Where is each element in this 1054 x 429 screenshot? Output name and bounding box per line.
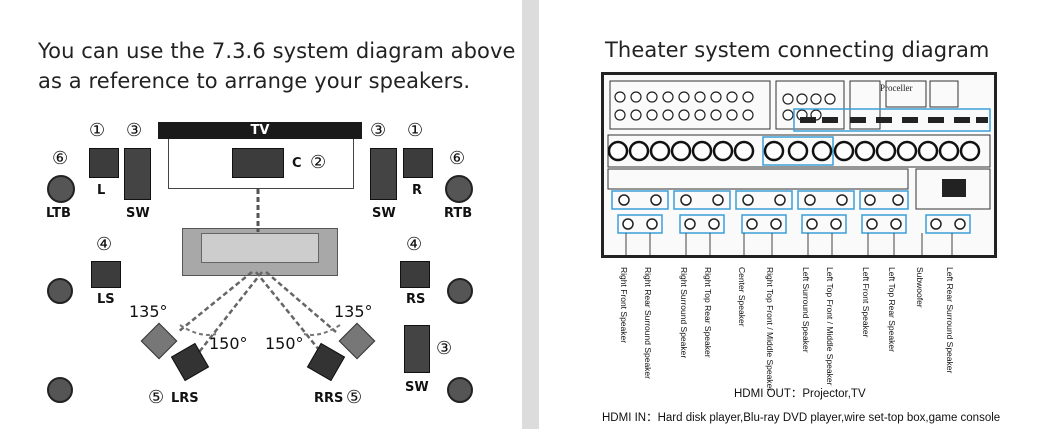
rrs-label: RRS	[314, 391, 344, 406]
front-left-number: ①	[89, 120, 106, 141]
angle-135-right: 135°	[334, 302, 373, 321]
label-left-top-rear: Left Top Rear Speaker	[887, 267, 897, 352]
ltb-speaker	[47, 175, 75, 203]
left-rear-circle-speaker	[47, 377, 73, 403]
lrs-number: ⑤	[148, 387, 165, 408]
front-right-label: R	[412, 183, 423, 198]
subwoofer-rear-number: ③	[436, 338, 453, 359]
subwoofer-right-label: SW	[372, 206, 396, 221]
label-right-top-rear: Right Top Rear Speaker	[703, 267, 713, 358]
ls-number: ④	[96, 234, 113, 255]
lrs-label: LRS	[171, 391, 199, 406]
rs-speaker	[400, 261, 430, 288]
receiver-rear-panel: Proceller	[601, 72, 997, 258]
rear-layout-lines	[177, 189, 341, 357]
layout-heading-line2: as a reference to arrange your speakers.	[38, 69, 471, 93]
hdmi-out-caption: HDMI OUT：Projector,TV	[734, 388, 866, 400]
label-left-top-front: Left Top Front / Middle Speaker	[825, 267, 835, 386]
angle-150-right: 150°	[265, 334, 304, 353]
hdmi-in-caption: HDMI IN：Hard disk player,Blu-ray DVD pla…	[602, 412, 1001, 424]
rtb-label: RTB	[444, 206, 473, 221]
tv-bar: TV	[158, 122, 362, 139]
front-right-number: ①	[407, 120, 424, 141]
connection-heading: Theater system connecting diagram	[605, 38, 990, 62]
sofa-seat	[201, 233, 319, 263]
rear-panel-graphics	[607, 80, 991, 255]
label-subwoofer: Subwoofer	[915, 267, 925, 308]
label-right-rear-surround: Right Rear Surround Speaker	[643, 267, 653, 379]
subwoofer-left-number: ③	[126, 120, 143, 141]
ltb-number: ⑥	[52, 148, 69, 169]
front-left-speaker	[89, 148, 119, 178]
label-center: Center Speaker	[737, 267, 747, 327]
ls-speaker	[91, 261, 121, 288]
center-speaker	[232, 148, 284, 178]
speaker-layout-panel: You can use the 7.3.6 system diagram abo…	[0, 0, 522, 429]
angle-135-left: 135°	[129, 302, 168, 321]
label-right-surround: Right Surround Speaker	[679, 267, 689, 359]
connection-diagram-panel: Theater system connecting diagram	[539, 0, 1054, 429]
ls-label: LS	[97, 292, 115, 307]
front-right-speaker	[403, 148, 433, 178]
left-side-circle-speaker	[47, 278, 73, 304]
tv-label: TV	[250, 123, 270, 138]
subwoofer-right	[370, 148, 397, 200]
rs-label: RS	[406, 292, 426, 307]
front-left-label: L	[97, 183, 106, 198]
subwoofer-left-label: SW	[126, 206, 150, 221]
rrs-number: ⑤	[346, 387, 363, 408]
layout-heading-line1: You can use the 7.3.6 system diagram abo…	[38, 39, 516, 63]
subwoofer-rear-label: SW	[405, 380, 429, 395]
subwoofer-left	[124, 148, 151, 200]
label-right-front: Right Front Speaker	[619, 267, 629, 344]
label-left-front: Left Front Speaker	[861, 267, 871, 338]
center-number: ②	[310, 152, 327, 173]
subwoofer-rear	[404, 325, 430, 373]
subwoofer-right-number: ③	[370, 120, 387, 141]
rtb-number: ⑥	[449, 148, 466, 169]
brand-logo-text: Proceller	[880, 83, 913, 93]
label-right-top-front: Right Top Front / Middle Speaker	[765, 267, 775, 392]
label-left-rear-surround: Left Rear Surround Speaker	[945, 267, 955, 374]
right-rear-circle-speaker	[447, 377, 473, 403]
right-side-circle-speaker	[447, 278, 473, 304]
label-left-surround: Left Surround Speaker	[801, 267, 811, 353]
center-label: C	[292, 156, 302, 171]
ltb-label: LTB	[46, 206, 71, 221]
rs-number: ④	[406, 234, 423, 255]
angle-150-left: 150°	[209, 334, 248, 353]
rtb-speaker	[445, 175, 473, 203]
